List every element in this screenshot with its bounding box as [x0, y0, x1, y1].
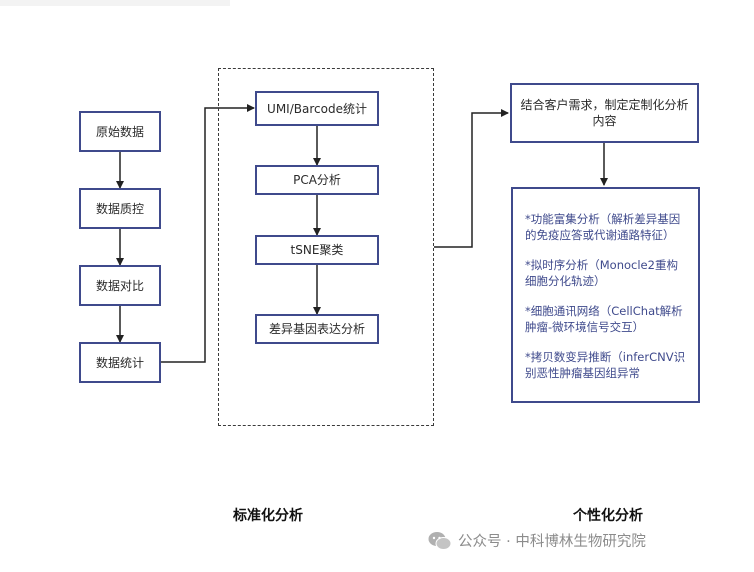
step-deg: 差异基因表达分析 — [255, 314, 379, 344]
list-item: *功能富集分析（解析差异基因 的免疫应答或代谢通路特征） — [525, 212, 681, 242]
wechat-icon — [428, 531, 452, 550]
caption-standard-analysis: 标准化分析 — [233, 508, 303, 524]
step-tsne: tSNE聚类 — [255, 235, 379, 265]
step-raw-data-label: 原始数据 — [95, 124, 144, 139]
step-umi-barcode-label: UMI/Barcode统计 — [267, 101, 367, 116]
step-tsne-label: tSNE聚类 — [290, 243, 344, 257]
step-umi-barcode: UMI/Barcode统计 — [255, 91, 379, 126]
list-item: *拟时序分析（Monocle2重构 细胞分化轨迹） — [525, 258, 678, 288]
custom-requirements: 结合客户需求，制定定制化分析 内容 — [510, 83, 699, 143]
step-quality-control-label: 数据质控 — [95, 201, 144, 216]
top-strip — [0, 0, 230, 6]
standard-analysis-group — [218, 68, 434, 426]
caption-custom-analysis: 个性化分析 — [573, 508, 643, 524]
list-item: *拷贝数变异推断（inferCNV识 别恶性肿瘤基因组异常 — [525, 350, 686, 380]
custom-requirements-label: 结合客户需求，制定定制化分析 内容 — [520, 98, 689, 128]
watermark: 公众号 · 中科博林生物研究院 — [428, 530, 646, 551]
arrow-to-custom — [434, 109, 509, 248]
step-raw-data: 原始数据 — [79, 111, 161, 152]
step-pca-label: PCA分析 — [293, 173, 341, 187]
step-data-statistics: 数据统计 — [79, 342, 161, 383]
step-quality-control: 数据质控 — [79, 188, 161, 229]
custom-analysis-list: *功能富集分析（解析差异基因 的免疫应答或代谢通路特征） *拟时序分析（Mono… — [511, 187, 700, 403]
list-item: *细胞通讯网络（CellChat解析 肿瘤-微环境信号交互） — [525, 304, 683, 334]
arrow-to-standard — [160, 104, 255, 363]
step-data-comparison-label: 数据对比 — [95, 278, 144, 293]
step-data-comparison: 数据对比 — [79, 265, 161, 306]
step-pca: PCA分析 — [255, 165, 379, 195]
step-data-statistics-label: 数据统计 — [95, 355, 144, 370]
watermark-text: 公众号 · 中科博林生物研究院 — [458, 534, 646, 550]
step-deg-label: 差异基因表达分析 — [268, 322, 365, 336]
